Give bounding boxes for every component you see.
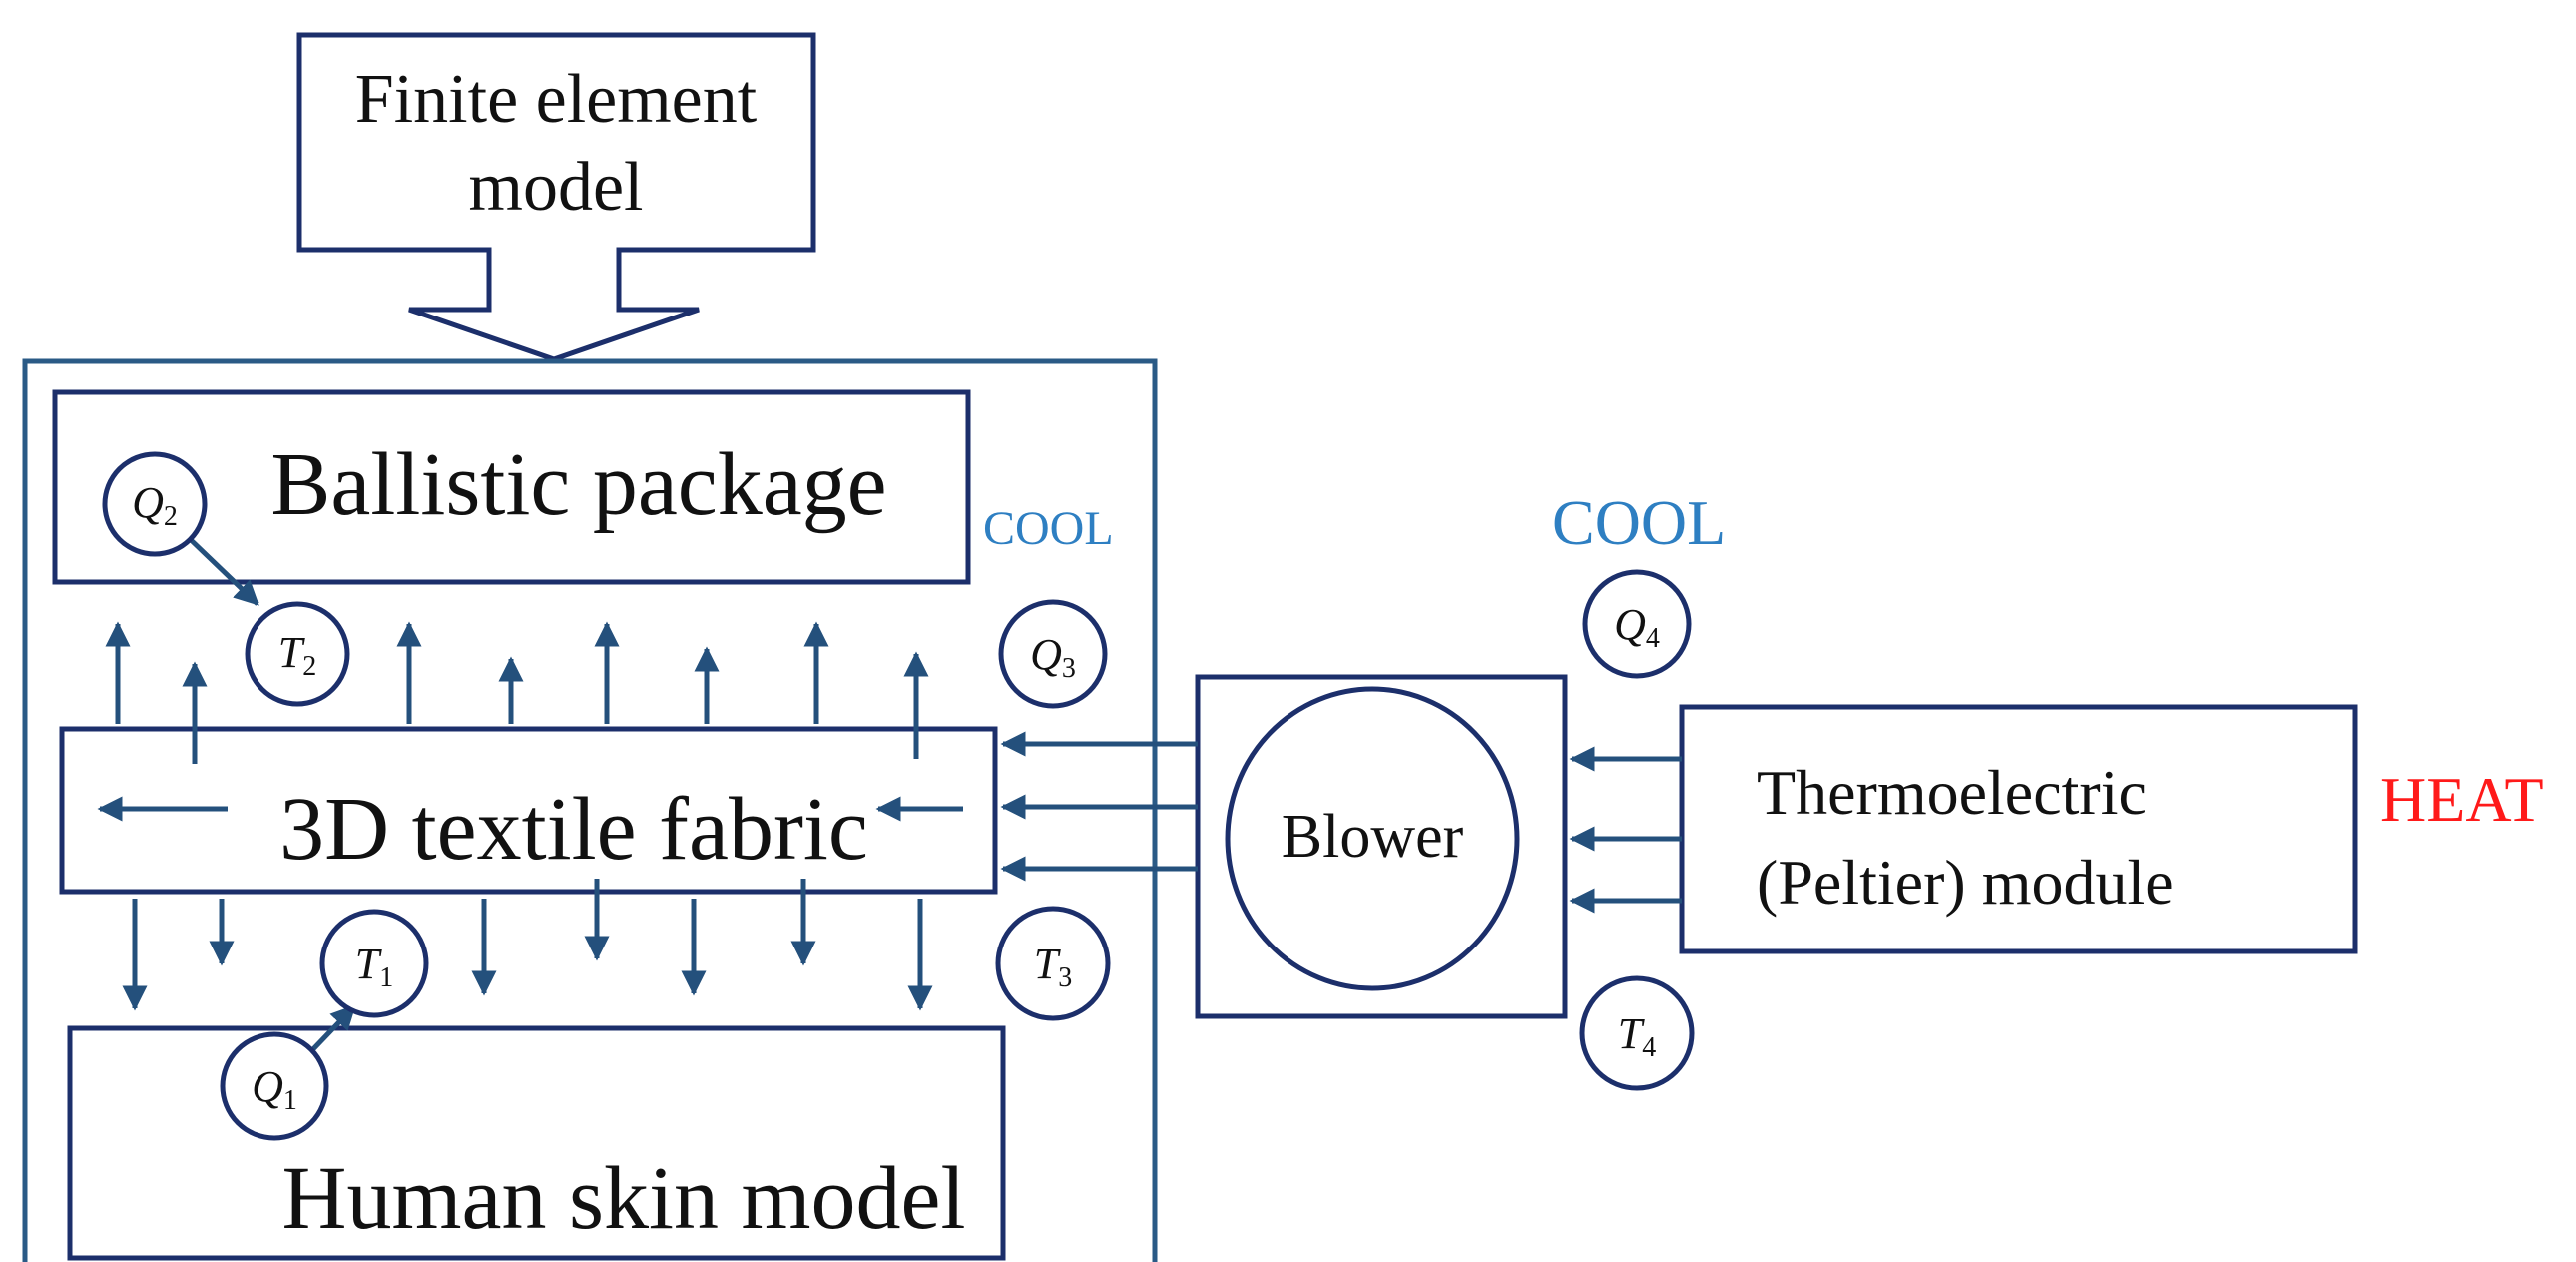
node-q3: Q3: [998, 599, 1108, 709]
heat-flow-down-arrows: [122, 879, 933, 1011]
svg-text:T1: T1: [355, 940, 393, 993]
ballistic-package-box: [52, 389, 971, 585]
blower-airflow-arrows: [1000, 731, 1198, 882]
svg-text:T2: T2: [278, 628, 316, 682]
node-t3: T3: [995, 906, 1111, 1021]
node-t1: T1: [319, 909, 429, 1018]
svg-text:Q4: Q4: [1614, 600, 1660, 654]
svg-text:Q2: Q2: [132, 478, 178, 532]
svg-text:T4: T4: [1618, 1009, 1656, 1063]
node-t2: T2: [245, 601, 350, 707]
cool-label-vest: COOL: [983, 502, 1114, 555]
textile-fabric-label: 3D textile fabric: [279, 780, 868, 879]
ballistic-package-label: Ballistic package: [270, 435, 886, 534]
finite-element-label-line1: Finite element: [355, 61, 758, 138]
arrow-q2-to-t2: [183, 532, 259, 606]
svg-text:T3: T3: [1034, 940, 1072, 993]
svg-text:Q3: Q3: [1030, 630, 1076, 684]
node-t4: T4: [1579, 975, 1695, 1091]
thermoelectric-label-line2: (Peltier) module: [1757, 847, 2174, 918]
finite-element-model-box: [296, 32, 816, 362]
node-q2: Q2: [102, 451, 208, 557]
thermoelectric-label-line1: Thermoelectric: [1757, 757, 2147, 828]
heat-flow-up-arrows: [105, 621, 929, 764]
heat-label: HEAT: [2380, 764, 2544, 835]
cool-label-blower: COOL: [1552, 487, 1726, 558]
blower-fan-circle: [1225, 686, 1520, 991]
node-q1: Q1: [220, 1031, 329, 1141]
thermoelectric-module-box: [1679, 704, 2358, 954]
svg-text:Q1: Q1: [252, 1062, 297, 1116]
finite-element-label-line2: model: [469, 149, 644, 226]
human-skin-model-label: Human skin model: [282, 1149, 966, 1248]
peltier-cooling-arrows: [1569, 746, 1682, 914]
blower-label: Blower: [1282, 803, 1464, 871]
arrow-q1-to-t1: [307, 1004, 356, 1055]
vest-system-boundary: [22, 358, 1158, 1262]
node-q4: Q4: [1582, 569, 1692, 679]
